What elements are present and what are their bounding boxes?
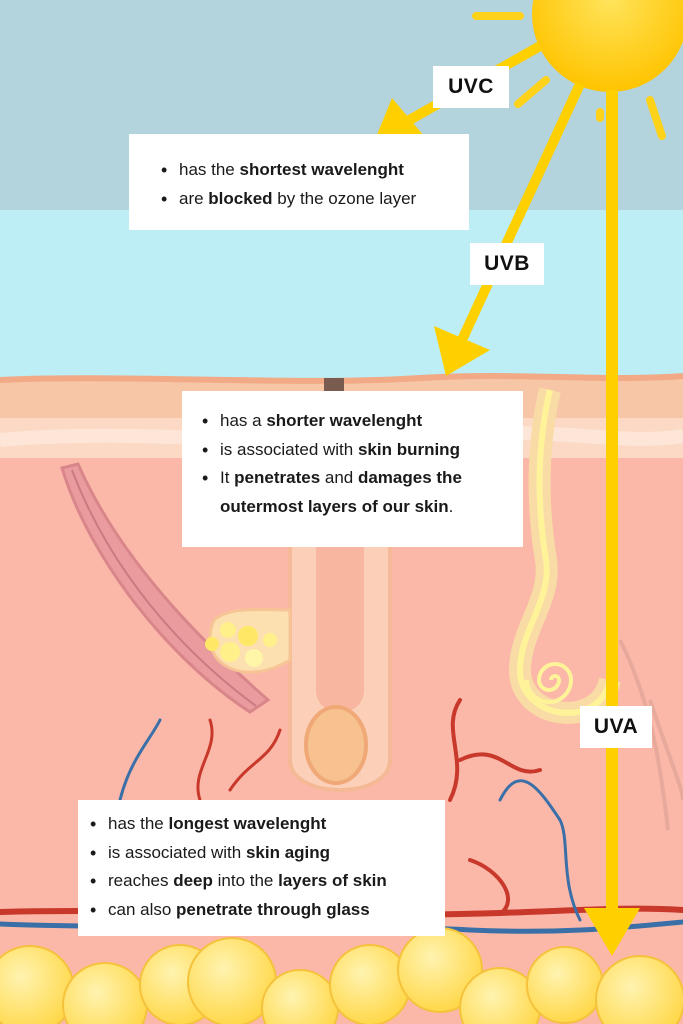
bullet-item: has a shorter wavelenght	[196, 407, 515, 436]
bullet-item: is associated with skin aging	[84, 839, 437, 868]
uva-label: UVA	[580, 706, 652, 748]
bullet-item: It penetrates and damages the outermost …	[196, 464, 515, 521]
plain-text: are	[179, 189, 208, 208]
plain-text: is associated with	[220, 440, 358, 459]
plain-text: into the	[213, 871, 278, 890]
uvb-label: UVB	[470, 243, 544, 285]
uva-info-box: has the longest wavelenghtis associated …	[78, 800, 445, 936]
bold-text: penetrates	[234, 468, 320, 487]
bullet-item: has the longest wavelenght	[84, 810, 437, 839]
plain-text: by the ozone layer	[273, 189, 417, 208]
bullet-item: is associated with skin burning	[196, 436, 515, 465]
bold-text: skin aging	[246, 843, 330, 862]
follicle-inner	[316, 540, 364, 713]
bullet-item: are blocked by the ozone layer	[155, 185, 457, 214]
bullet-item: reaches deep into the layers of skin	[84, 867, 437, 896]
plain-text: has the	[179, 160, 240, 179]
uvb-info-box: has a shorter wavelenghtis associated wi…	[182, 391, 523, 547]
plain-text: reaches	[108, 871, 173, 890]
atmosphere-band	[0, 210, 683, 380]
uvc-label: UVC	[433, 66, 509, 108]
plain-text: has the	[108, 814, 169, 833]
plain-text: has a	[220, 411, 266, 430]
bold-text: shortest wavelenght	[240, 160, 404, 179]
bold-text: longest wavelenght	[169, 814, 327, 833]
bold-text: skin burning	[358, 440, 460, 459]
plain-text: .	[449, 497, 454, 516]
bold-text: shorter wavelenght	[266, 411, 422, 430]
plain-text: and	[320, 468, 358, 487]
plain-text: It	[220, 468, 234, 487]
uvc-info-box: has the shortest wavelenghtare blocked b…	[129, 134, 469, 230]
bold-text: penetrate through glass	[176, 900, 370, 919]
bullet-item: has the shortest wavelenght	[155, 156, 457, 185]
bold-text: deep	[173, 871, 213, 890]
bullet-item: can also penetrate through glass	[84, 896, 437, 925]
bold-text: layers of skin	[278, 871, 387, 890]
hair-bulb	[306, 707, 366, 783]
plain-text: can also	[108, 900, 176, 919]
plain-text: is associated with	[108, 843, 246, 862]
bold-text: blocked	[208, 189, 272, 208]
